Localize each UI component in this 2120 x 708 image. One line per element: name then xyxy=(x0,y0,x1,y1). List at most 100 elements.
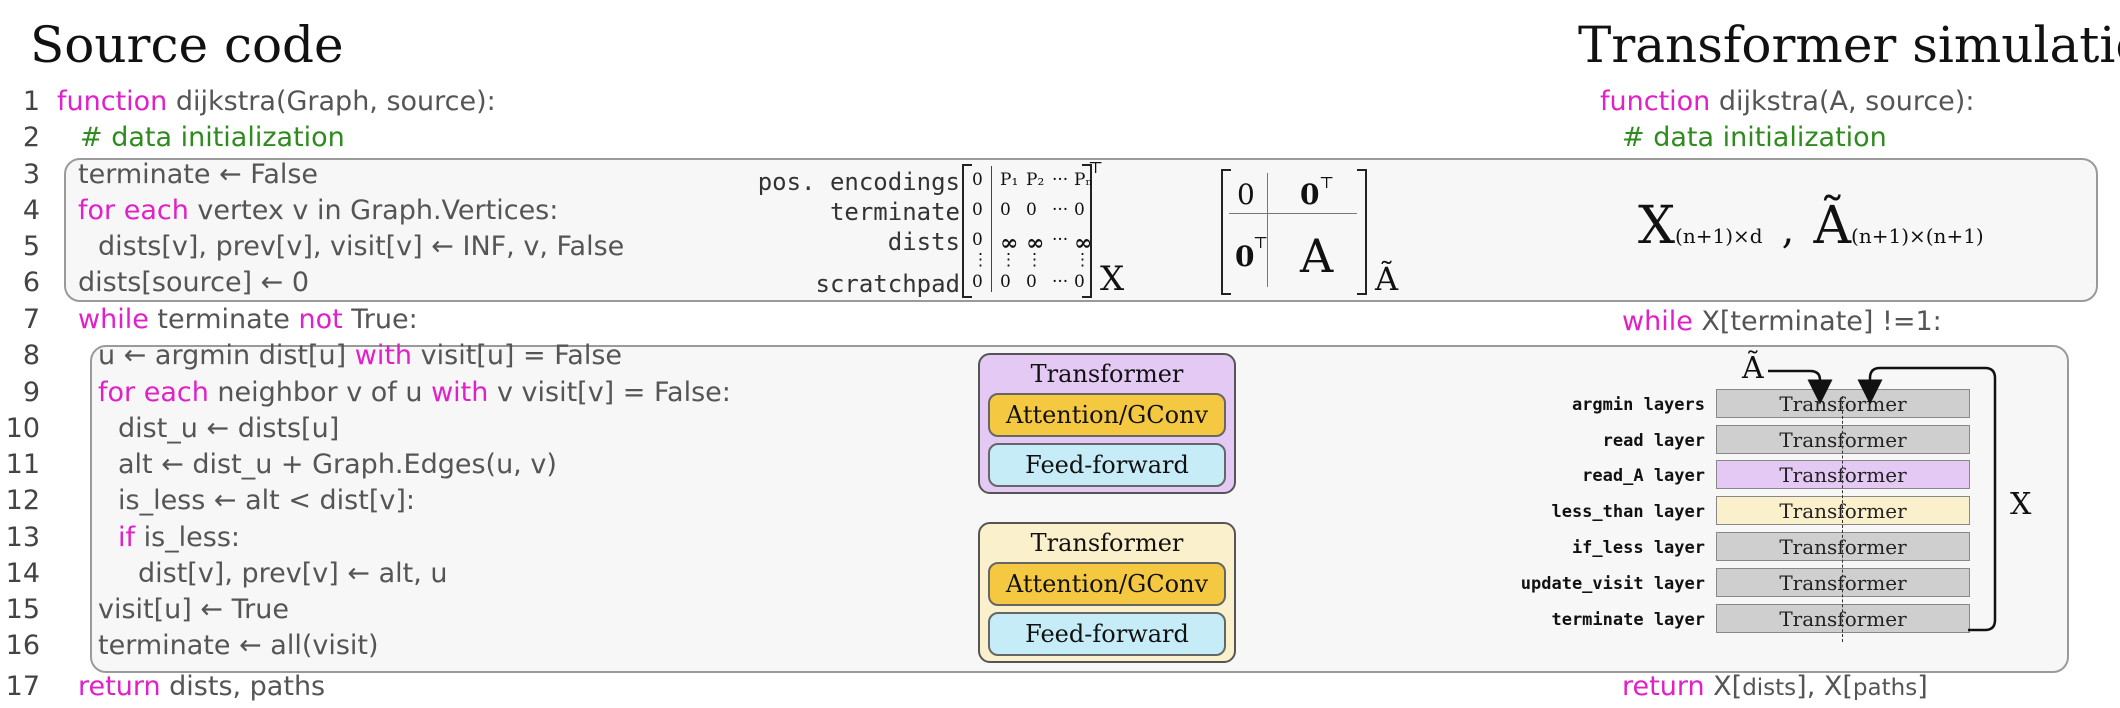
code-line: function dijkstra(Graph, source): xyxy=(57,88,496,115)
block-top-right-sup: ⊤ xyxy=(1319,173,1335,192)
comment: # data initialization xyxy=(80,122,345,153)
code-text: neighbor v of u xyxy=(208,377,432,408)
line-number: 6 xyxy=(22,267,40,298)
layer-label: terminate layer xyxy=(1551,610,1705,630)
feed-forward-box: Feed-forward xyxy=(988,612,1226,656)
bracket-left xyxy=(962,164,972,298)
layer-transformer-box: Transformer xyxy=(1716,568,1970,597)
matrix-cell: 0 xyxy=(1074,272,1085,292)
matrix-cell: P₂ xyxy=(1026,170,1045,190)
bracket-left xyxy=(1221,169,1231,295)
code-text: dijkstra(A, source): xyxy=(1710,86,1975,117)
keyword: if xyxy=(118,522,136,553)
code-text: dists[v], prev[v], visit[v] ← INF, v, Fa… xyxy=(98,231,625,262)
keyword: for each xyxy=(78,195,189,226)
code-line: while terminate not True: xyxy=(78,306,418,333)
x-symbol: X xyxy=(1638,196,1676,256)
keyword: with xyxy=(354,340,413,371)
feed-forward-box: Feed-forward xyxy=(988,443,1226,487)
matrix-cell: 0 xyxy=(972,230,983,250)
layer-label: read_A layer xyxy=(1582,466,1705,486)
code-text: vertex v in Graph.Vertices: xyxy=(188,195,559,226)
line-number: 4 xyxy=(22,195,40,226)
layer-label: read layer xyxy=(1602,431,1705,451)
block-bottom-right: A xyxy=(1300,229,1334,283)
matrix-cell: 0 xyxy=(972,200,983,220)
line-number: 13 xyxy=(5,522,40,553)
matrix-cell: ⋮ xyxy=(1026,250,1043,270)
line-number: 15 xyxy=(5,594,40,625)
matrix-cell: 0 xyxy=(972,272,983,292)
line-number: 5 xyxy=(22,231,40,262)
matrix-cell: 0 xyxy=(1000,200,1011,220)
code-text: dist[v], prev[v] ← alt, u xyxy=(138,558,448,589)
line-number: 3 xyxy=(22,159,40,190)
init-code-panel xyxy=(64,158,2098,302)
code-line: dists[v], prev[v], visit[v] ← INF, v, Fa… xyxy=(98,233,624,260)
x-loop-label: X xyxy=(2010,487,2032,522)
line-number: 17 xyxy=(5,671,40,702)
code-text: v visit[v] = False: xyxy=(488,377,731,408)
block-top-left: 0 xyxy=(1237,178,1255,211)
code-line: dist_u ← dists[u] xyxy=(118,415,339,442)
bracket-right xyxy=(1082,164,1092,298)
code-line: for each vertex v in Graph.Vertices: xyxy=(78,197,558,224)
block-hline xyxy=(1229,213,1357,214)
matrix-cell: ⋮ xyxy=(972,250,989,270)
code-line: terminate ← all(visit) xyxy=(98,632,379,659)
line-number: 14 xyxy=(5,558,40,589)
line-number: 2 xyxy=(22,122,40,153)
right-function-line: function dijkstra(A, source): xyxy=(1600,88,1974,115)
matrix-cell: ··· xyxy=(1052,170,1069,190)
block-bottom-left: 0 xyxy=(1235,240,1255,273)
code-line: return dists, paths xyxy=(78,673,325,700)
stack-center-line xyxy=(1842,396,1843,642)
code-text: visit[u] = False xyxy=(412,340,623,371)
matrix-cell: 0 xyxy=(1026,272,1037,292)
line-number: 16 xyxy=(5,630,40,661)
layer-label: less_than layer xyxy=(1551,502,1705,522)
attention-gconv-box: Attention/GConv xyxy=(988,393,1226,437)
block-top-right: 0 xyxy=(1300,178,1320,211)
code-text: alt ← dist_u + Graph.Edges(u, v) xyxy=(118,449,557,480)
code-line: u ← argmin dist[u] with visit[u] = False xyxy=(98,342,622,369)
code-line: dist[v], prev[v] ← alt, u xyxy=(138,560,448,587)
x-subscript: (n+1)×d xyxy=(1675,224,1763,248)
a-tilde-arrow xyxy=(1768,369,1833,405)
comma: , xyxy=(1781,207,1795,253)
code-text: dists[source] ← 0 xyxy=(78,267,310,298)
matrix-cell: ∞ xyxy=(1074,230,1093,256)
code-text: is_less ← alt < dist[v]: xyxy=(118,485,415,516)
matrix-cell: ··· xyxy=(1052,272,1069,292)
code-line: is_less ← alt < dist[v]: xyxy=(118,487,415,514)
code-line: alt ← dist_u + Graph.Edges(u, v) xyxy=(118,451,557,478)
code-text: u ← argmin dist[u] xyxy=(98,340,355,371)
layer-transformer-box: Transformer xyxy=(1716,532,1970,561)
code-text: dists xyxy=(1742,675,1797,701)
block-bottom-left-sup: ⊤ xyxy=(1253,233,1269,252)
layer-transformer-box: Transformer xyxy=(1716,496,1970,525)
block-title: Transformer xyxy=(1030,360,1184,388)
x-dimension: X(n+1)×d , Ã(n+1)×(n+1) xyxy=(1638,200,1984,252)
transpose-symbol: ⊤ xyxy=(1088,158,1104,177)
line-number: 8 xyxy=(22,340,40,371)
transformer-block-yellow: Transformer Attention/GConv Feed-forward xyxy=(978,522,1236,663)
matrix-cell: P₁ xyxy=(1000,170,1019,190)
line-number: 7 xyxy=(22,304,40,335)
column-separator xyxy=(991,166,992,292)
keyword: while xyxy=(1622,306,1693,337)
layer-label: if_less layer xyxy=(1571,538,1705,558)
matrix-cell: ··· xyxy=(1052,200,1069,220)
code-text: dist_u ← dists[u] xyxy=(118,413,340,444)
block-title: Transformer xyxy=(1030,529,1184,557)
keyword: function xyxy=(57,86,168,117)
matrix-x: pos. encodings terminate dists scratchpa… xyxy=(700,160,1140,300)
layer-transformer-box: Transformer xyxy=(1716,425,1970,454)
matrix-cell: Pₙ xyxy=(1074,170,1093,190)
a-symbol: Ã xyxy=(1813,196,1852,256)
row-label: pos. encodings xyxy=(757,168,960,196)
line-number: 12 xyxy=(5,485,40,516)
code-text: ], X[ xyxy=(1796,671,1853,702)
keyword: with xyxy=(431,377,489,408)
